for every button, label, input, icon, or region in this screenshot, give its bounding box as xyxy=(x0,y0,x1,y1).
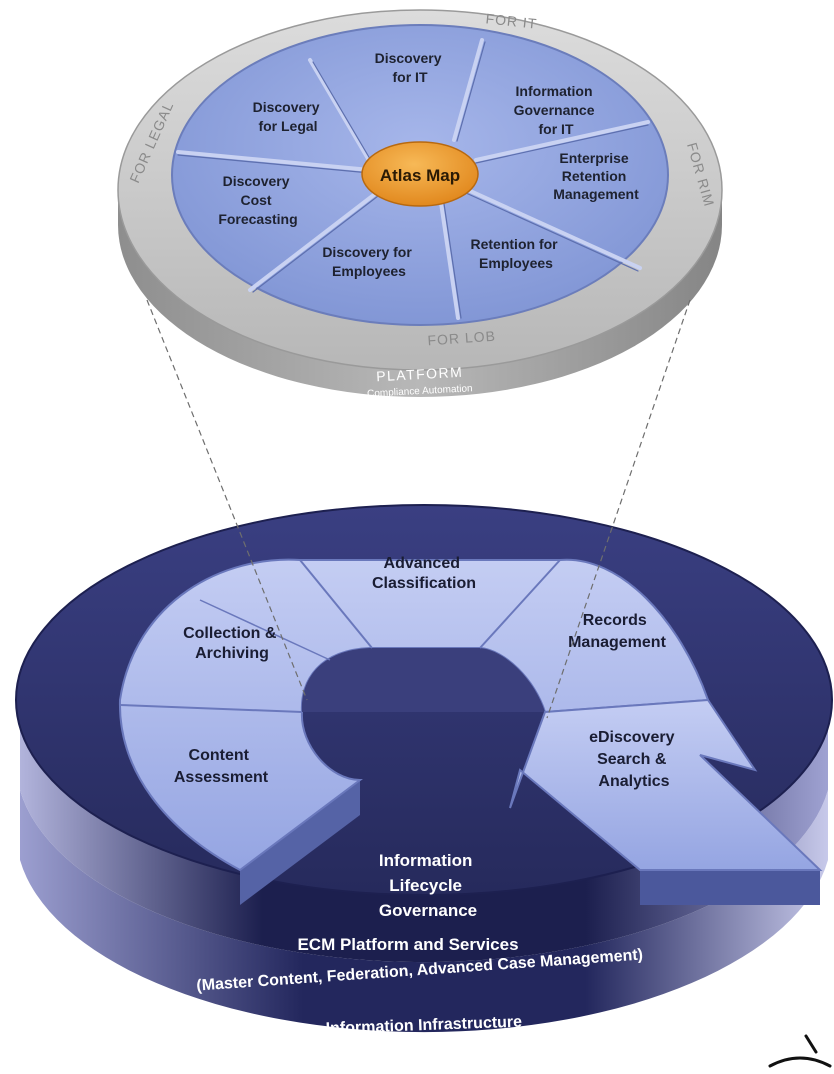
adv-class-l1: Advanced xyxy=(384,555,460,572)
ret-emp-l2: Employees xyxy=(479,255,553,271)
disc-legal-l1: Discovery xyxy=(253,99,320,115)
svg-text:Discovery for IT: Discovery for IT xyxy=(375,50,446,85)
ilg-l3: Governance xyxy=(379,901,477,920)
records-l2: Management xyxy=(568,634,666,651)
infogov-l3: for IT xyxy=(539,121,574,137)
cycle-side xyxy=(240,780,360,905)
lifecycle-cycle xyxy=(118,558,823,905)
zoom-connectors xyxy=(146,299,691,719)
connector-left xyxy=(146,299,308,701)
disc-cost-l2: Cost xyxy=(240,192,271,208)
infogov-l1: Information xyxy=(516,83,593,99)
cycle-arrowhead xyxy=(509,698,823,871)
disc-cost-l1: Discovery xyxy=(223,173,290,189)
disc-it-l2: for IT xyxy=(393,69,428,85)
svg-text:Information Governance: Information Governance for IT xyxy=(514,83,599,137)
disc-emp-l1: Discovery for xyxy=(322,244,412,260)
disc-cost-l3: Forecasting xyxy=(218,211,297,227)
svg-text:Information Lifecycle: Information Lifecycle Governance xyxy=(379,851,477,920)
platform-label: PLATFORM xyxy=(376,364,464,385)
ent-ret-l3: Management xyxy=(553,186,639,202)
svg-text:Records Management: Records Management xyxy=(568,612,666,651)
svg-text:eDiscovery Search &: eDiscovery Search & Analytics xyxy=(589,729,679,790)
disc-it-l1: Discovery xyxy=(375,50,442,66)
svg-text:Retention for Employees: Retention for Employees xyxy=(471,236,562,271)
content-l2: Assessment xyxy=(174,769,269,786)
records-l1: Records xyxy=(583,612,647,629)
svg-text:Discovery for Employees: Discovery for Employees xyxy=(322,244,415,279)
svg-text:Enterprise Retention: Enterprise Retention Management xyxy=(553,150,639,202)
collection-l1: Collection & xyxy=(183,625,277,642)
ret-emp-l1: Retention for xyxy=(471,236,559,252)
disc-legal-l2: for Legal xyxy=(258,118,317,134)
ring-label-it: FOR IT xyxy=(485,10,538,31)
svg-text:Advanced Classification: Advanced Classification xyxy=(372,555,476,592)
svg-text:Discovery for Legal: Discovery for Legal xyxy=(253,99,324,134)
sketch-mark xyxy=(768,1034,832,1068)
ent-ret-l1: Enterprise xyxy=(559,150,628,166)
svg-text:Collection & Archiving: Collection & Archiving xyxy=(183,625,281,662)
infogov-l2: Governance xyxy=(514,102,595,118)
ediscovery-l3: Analytics xyxy=(598,773,669,790)
atlas-map-center xyxy=(361,141,479,207)
top-disc: Atlas Map Discovery for IT Information G… xyxy=(117,9,723,400)
ilg-l1: Information xyxy=(379,851,473,870)
svg-text:Discovery Cost For: Discovery Cost Forecasting xyxy=(218,173,297,227)
cycle-hole xyxy=(301,648,545,712)
arrow-side xyxy=(640,870,820,905)
ecm-slab xyxy=(20,700,828,963)
infrastructure-slab xyxy=(20,790,828,1033)
disc-emp-l2: Employees xyxy=(332,263,406,279)
content-l1: Content xyxy=(189,747,250,764)
ring-label-lob: FOR LOB xyxy=(427,328,496,349)
collection-l2: Archiving xyxy=(195,645,269,662)
adv-class-l2: Classification xyxy=(372,575,476,592)
ent-ret-l2: Retention xyxy=(562,168,627,184)
ilg-l2: Lifecycle xyxy=(389,876,462,895)
svg-text:Content Assessment: Content Assessment xyxy=(174,747,269,786)
connector-right xyxy=(546,299,691,719)
ediscovery-l1: eDiscovery xyxy=(589,729,674,746)
infrastructure-label: Information Infrastructure xyxy=(325,1014,522,1038)
atlas-map-label: Atlas Map xyxy=(380,166,460,185)
ediscovery-l2: Search & xyxy=(597,751,667,768)
ecm-title: ECM Platform and Services xyxy=(297,935,518,954)
